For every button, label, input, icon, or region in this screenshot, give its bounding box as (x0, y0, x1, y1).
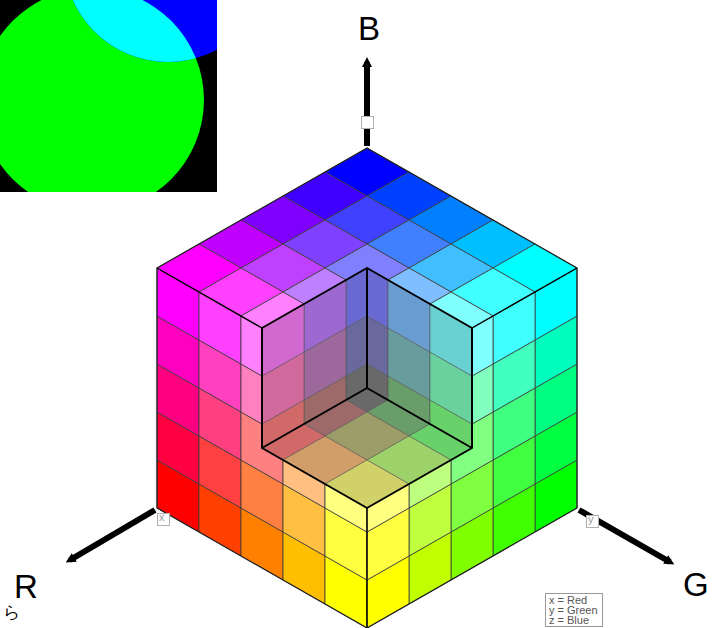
axis-key-text: y = Green (549, 605, 598, 615)
axis-key-text: x = Red (549, 595, 598, 605)
blue-disc (64, 0, 217, 62)
cutout-cell (430, 304, 472, 376)
axes (70, 62, 670, 562)
cutout-inner-edges (262, 268, 472, 448)
cutout-cell (367, 268, 388, 328)
cutout-outline (262, 268, 472, 508)
axis-key-text: z = Blue (549, 615, 598, 625)
r-axis (70, 510, 155, 560)
color-cube (157, 148, 577, 628)
cube-outline (157, 148, 577, 628)
axis-tag-box (362, 117, 374, 129)
cut-off-text: ら (3, 604, 20, 621)
axis-label: R (14, 570, 38, 603)
g-axis (579, 510, 670, 562)
cutout-cell (262, 304, 304, 376)
cube-front-edges (157, 268, 577, 628)
cutout-cell (325, 460, 409, 508)
cutout-cell (388, 280, 430, 352)
axis-key-box: x = Redy = Greenz = Blue (545, 593, 603, 627)
additive-color-inset (0, 0, 217, 192)
axis-label: G (683, 568, 709, 601)
b-axis (364, 62, 370, 146)
axis-tag: y (588, 514, 594, 525)
axis-tag-boxes (158, 117, 599, 528)
cutout-cell (346, 268, 367, 328)
cutout-cell (304, 280, 346, 352)
axis-tag: x (159, 512, 165, 523)
cyan-overlap (64, 0, 217, 62)
axis-label: B (358, 12, 380, 45)
